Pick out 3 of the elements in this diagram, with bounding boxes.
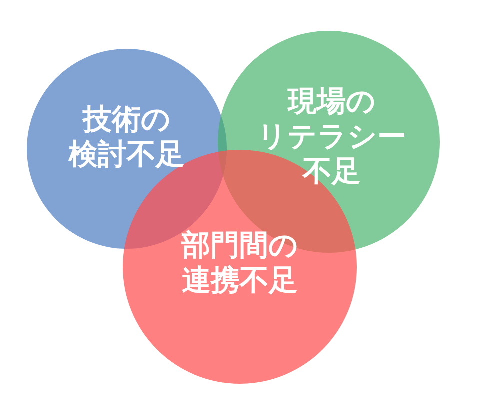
circle-label: 部門間の連携不足 [182, 228, 298, 298]
circle-label: 技術の検討不足 [69, 102, 185, 172]
circle-label: 現場のリテラシー不足 [258, 84, 406, 188]
